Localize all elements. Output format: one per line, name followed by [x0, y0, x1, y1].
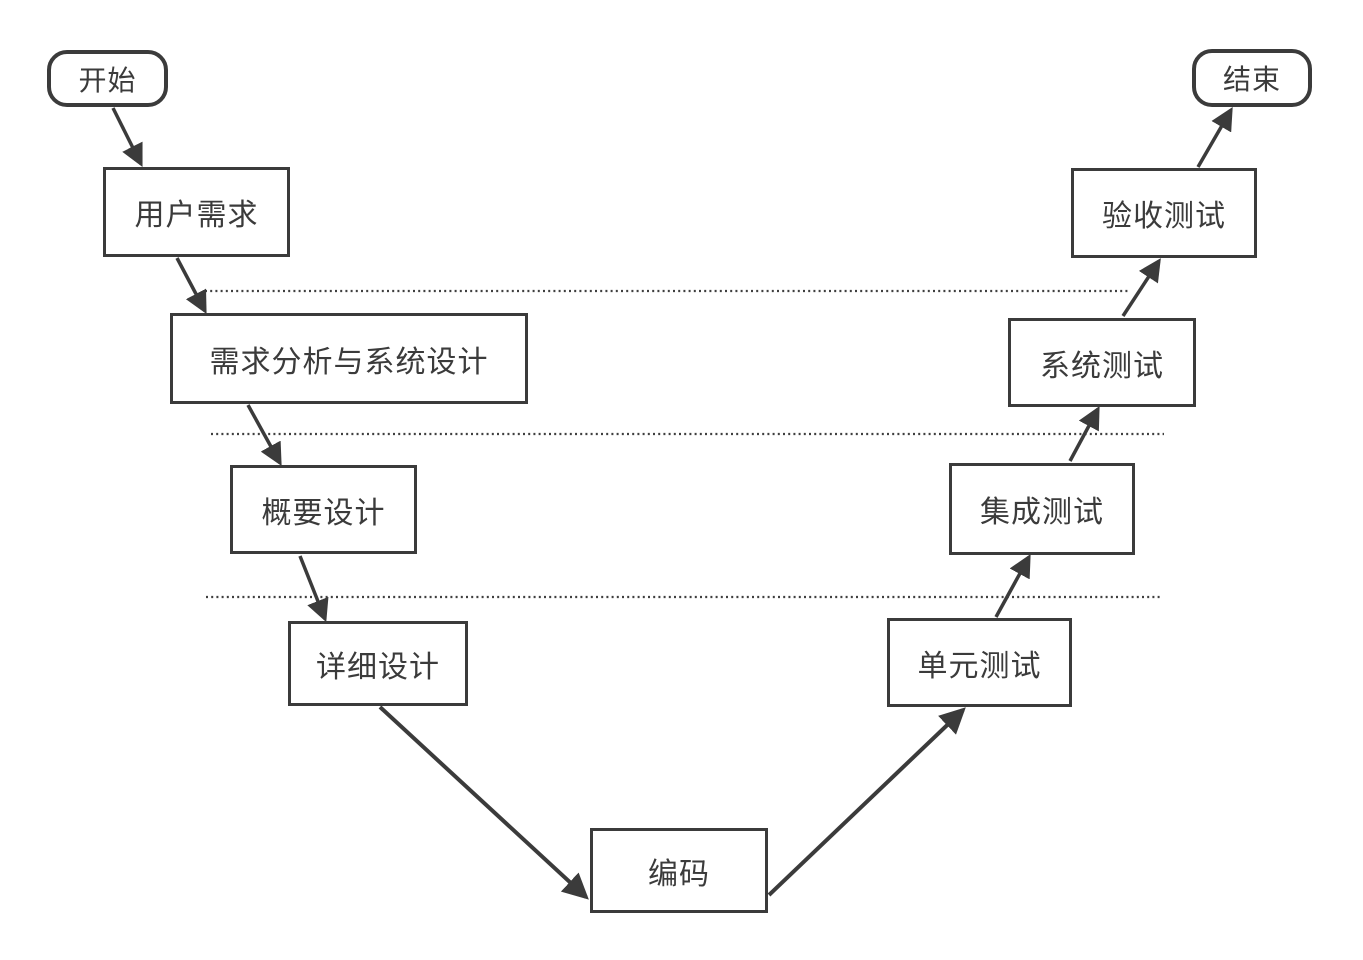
node-end: 结束 [1192, 49, 1312, 107]
arrow-start-to-user-requirements [111, 107, 143, 168]
node-detailed-design: 详细设计 [288, 621, 468, 706]
node-unit-test-label: 单元测试 [917, 649, 1042, 683]
arrow-outline-design-to-detailed-design [298, 555, 329, 623]
arrow-req-analysis-to-outline-design [246, 404, 282, 466]
node-system-test-label: 系统测试 [1040, 349, 1164, 383]
node-requirements-analysis-label: 需求分析与系统设计 [209, 345, 489, 379]
node-acceptance-test: 验收测试 [1071, 168, 1257, 258]
node-start-label: 开始 [78, 64, 137, 96]
arrow-acceptance-test-to-end [1196, 107, 1233, 168]
node-unit-test: 单元测试 [887, 618, 1072, 707]
node-integration-test: 集成测试 [949, 463, 1135, 555]
node-outline-design: 概要设计 [230, 465, 417, 554]
arrow-integration-test-to-system-test [1068, 405, 1100, 462]
node-user-requirements: 用户需求 [103, 167, 290, 257]
arrow-user-requirements-to-req-analysis [175, 257, 207, 315]
node-end-label: 结束 [1222, 64, 1281, 95]
arrow-detailed-design-to-coding [378, 705, 589, 900]
node-coding-label: 编码 [648, 857, 710, 891]
node-coding: 编码 [590, 828, 768, 913]
arrow-system-test-to-acceptance-test [1121, 258, 1161, 317]
arrow-coding-to-unit-test [767, 707, 966, 897]
node-integration-test-label: 集成测试 [980, 496, 1104, 529]
node-requirements-analysis: 需求分析与系统设计 [170, 313, 528, 404]
node-detailed-design-label: 详细设计 [316, 650, 440, 684]
node-system-test: 系统测试 [1008, 318, 1196, 407]
node-outline-design-label: 概要设计 [261, 496, 386, 530]
node-user-requirements-label: 用户需求 [134, 199, 259, 232]
node-acceptance-test-label: 验收测试 [1102, 200, 1226, 233]
arrow-unit-test-to-integration-test [994, 554, 1031, 618]
node-start: 开始 [47, 50, 168, 107]
